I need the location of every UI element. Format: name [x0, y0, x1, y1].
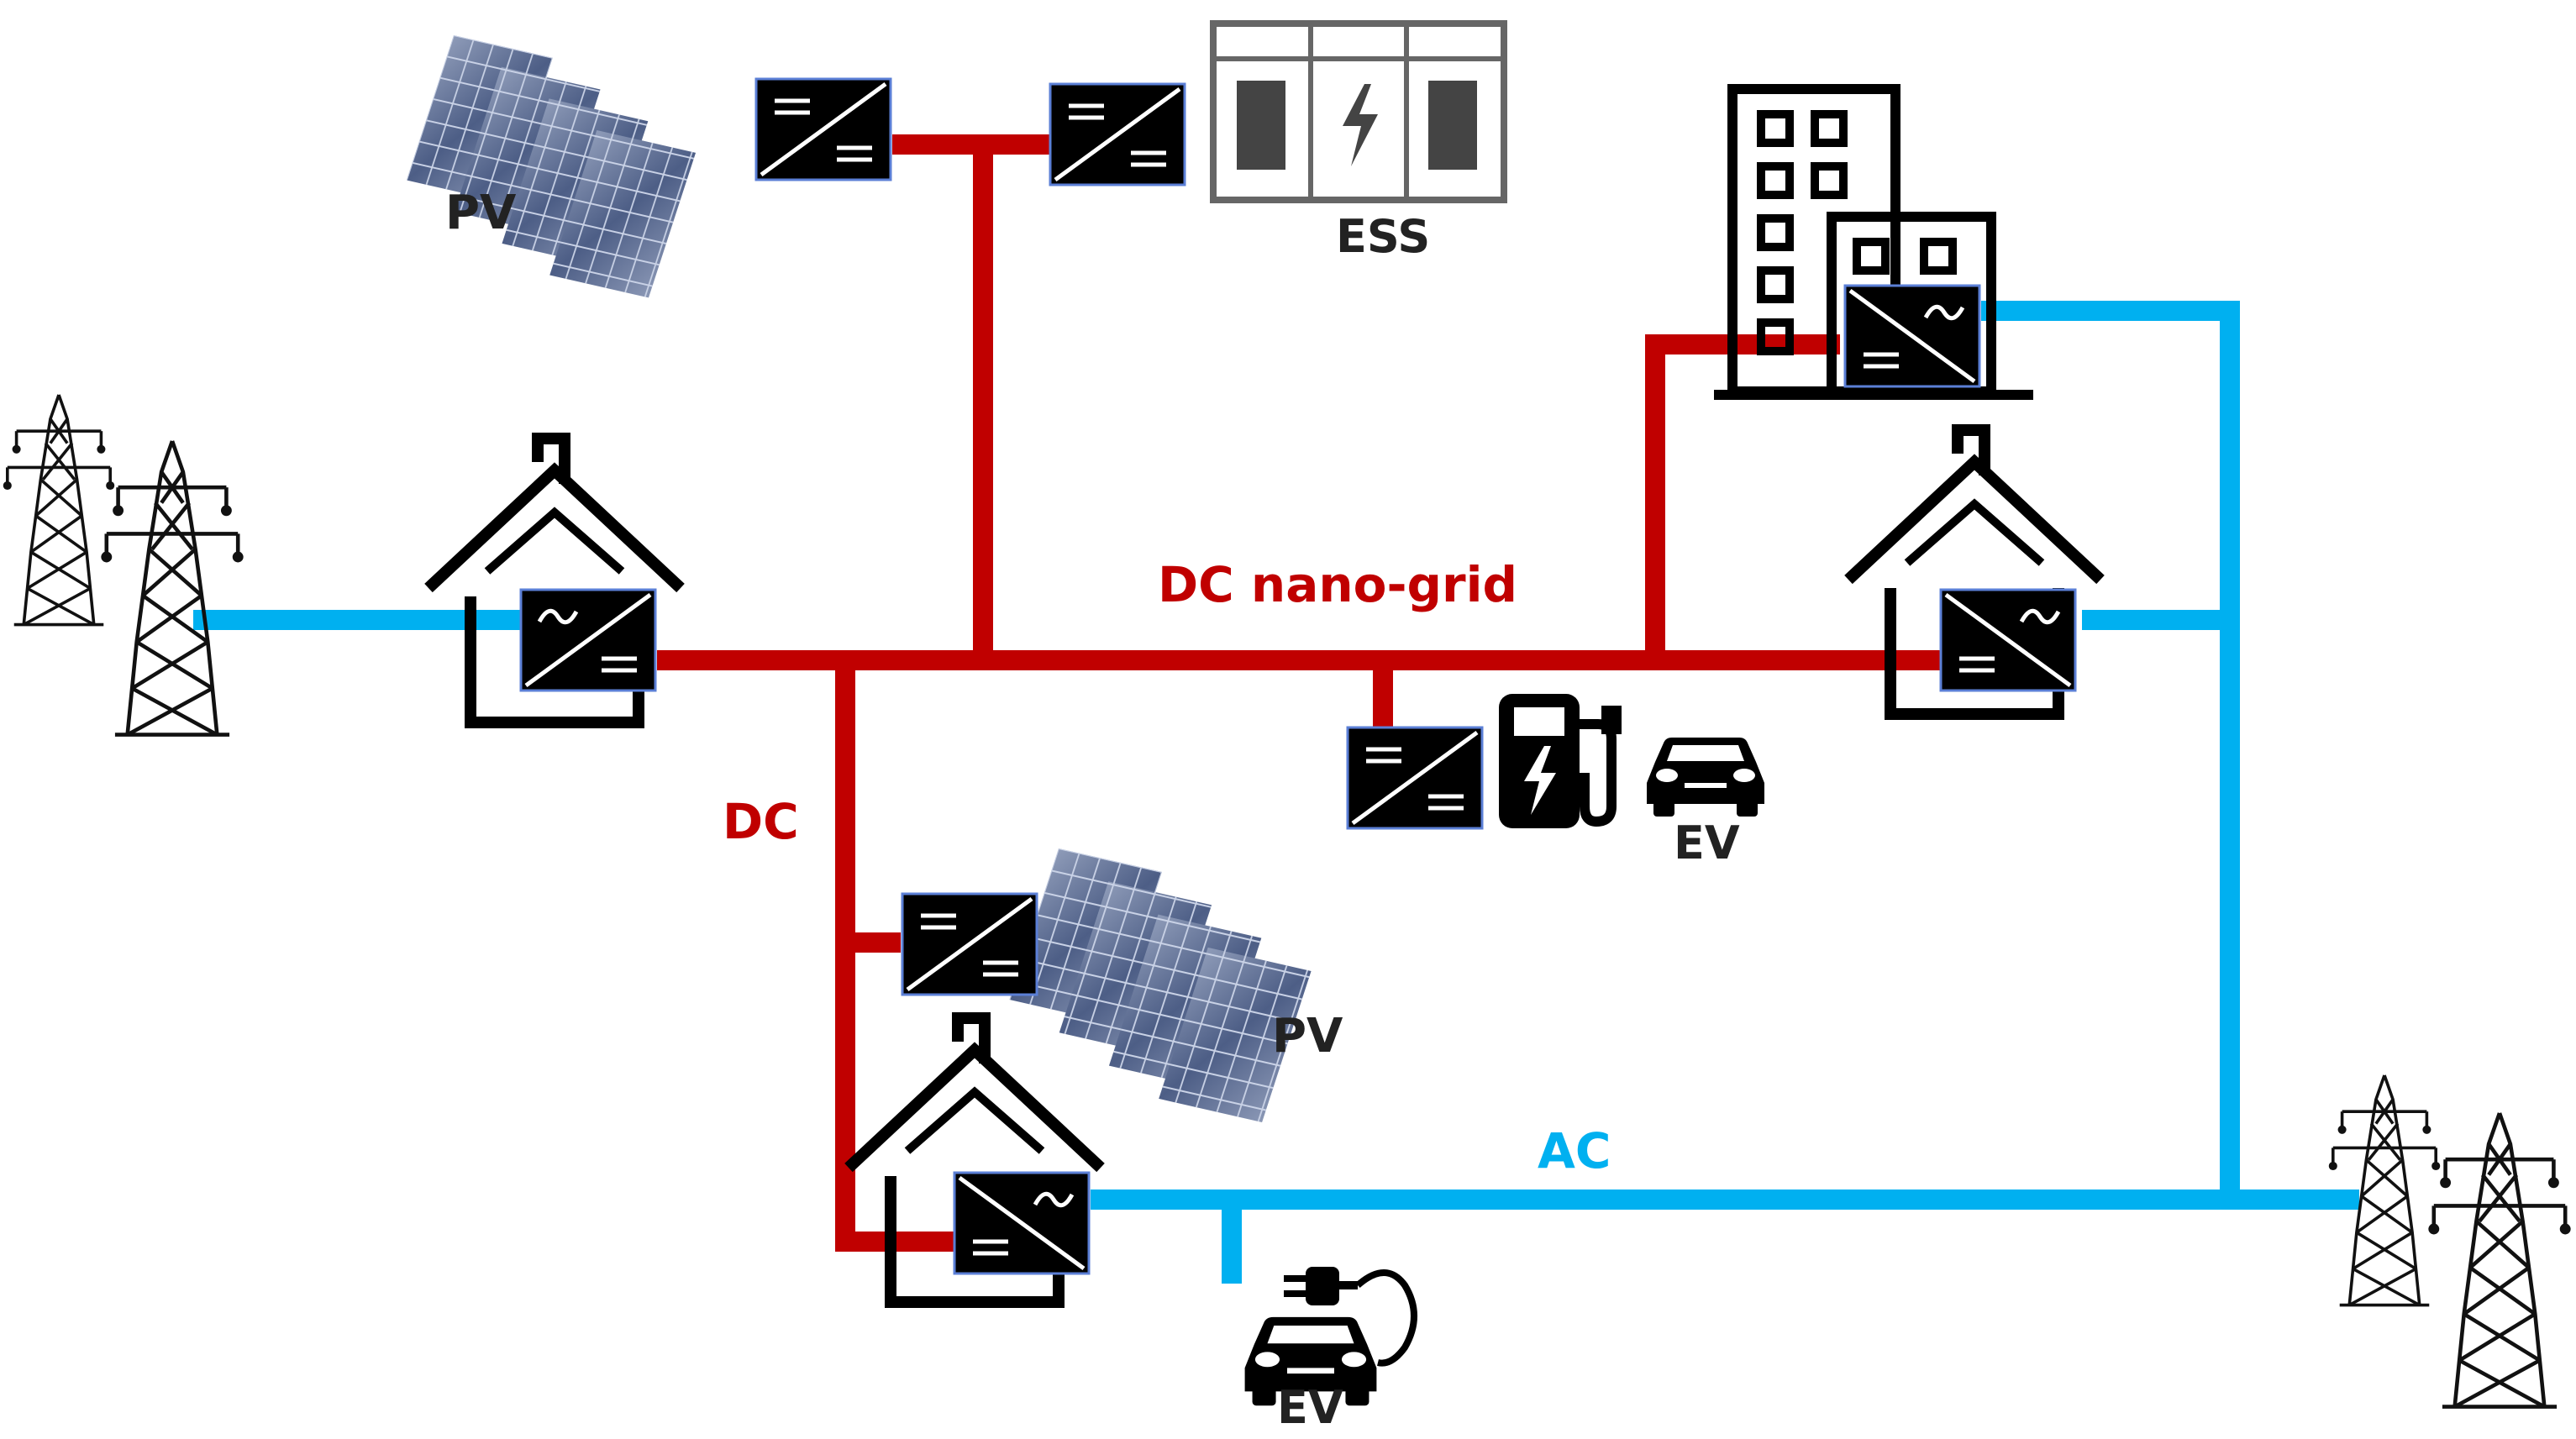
ac-dc-converter-icon	[954, 1173, 1089, 1274]
car-icon	[1647, 738, 1764, 817]
ess-label: ESS	[1336, 210, 1430, 263]
transmission-tower-icon	[1, 393, 244, 735]
solar-panel-icon	[387, 35, 715, 298]
ac-dc-converter-icon	[521, 590, 655, 691]
ac-lines	[193, 301, 2359, 1284]
dc-nano-grid-label: DC nano-grid	[1158, 556, 1517, 613]
dc-lines	[657, 134, 1948, 1252]
ac-dc-converter-icon	[1941, 590, 2075, 691]
solar-panel-icon	[990, 848, 1331, 1122]
transmission-tower-icon	[2326, 1074, 2571, 1407]
ev-bottom-label: EV	[1277, 1381, 1343, 1434]
plug-icon	[1284, 1267, 1417, 1367]
building-icon	[1714, 84, 2033, 400]
ac-label: AC	[1538, 1122, 1611, 1179]
ev-charger-icon	[1499, 694, 1622, 828]
ev-right-label: EV	[1674, 817, 1740, 869]
dc-dc-converter-icon	[756, 79, 891, 180]
battery-cabinet-icon	[1210, 20, 1507, 203]
dc-dc-converter-icon	[1348, 727, 1482, 828]
dc-label: DC	[723, 793, 799, 850]
pv-mid-label: PV	[1272, 1009, 1343, 1063]
ac-dc-converter-icon	[1845, 286, 1979, 386]
dc-dc-converter-icon	[902, 894, 1037, 995]
dc-dc-converter-icon	[1050, 84, 1185, 185]
pv-top-label: PV	[445, 186, 517, 240]
